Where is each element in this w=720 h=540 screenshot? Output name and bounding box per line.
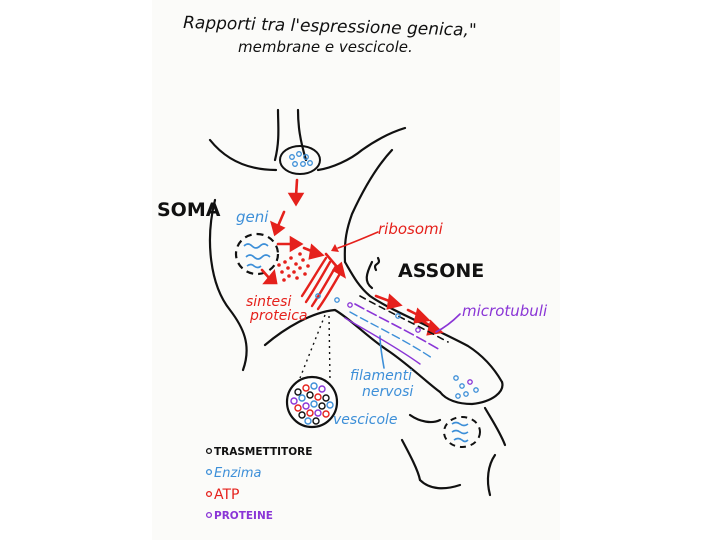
vesicle-zoom <box>285 314 339 429</box>
axon-microtubules <box>344 295 449 365</box>
label-sintesi-1: sintesi <box>246 294 291 310</box>
legend-label-trasmettitore: TRASMETTITORE <box>214 446 312 458</box>
label-vescicole: vescicole <box>333 412 398 428</box>
label-microtubuli: microtubuli <box>462 302 548 320</box>
bottom-synapse <box>443 416 481 448</box>
legend: TRASMETTITORE Enzima ATP PROTEINE <box>205 446 312 522</box>
legend-label-enzima: Enzima <box>214 466 262 481</box>
label-sintesi-2: proteica <box>249 308 307 324</box>
label-soma: SOMA <box>157 199 221 221</box>
label-filamenti-1: filamenti <box>350 368 412 384</box>
nucleus <box>234 232 280 276</box>
label-filamenti-2: nervosi <box>362 384 413 400</box>
label-geni: geni <box>236 208 269 226</box>
golgi-apparatus <box>300 256 344 311</box>
leader-lines <box>331 231 461 369</box>
label-assone: ASSONE <box>398 260 484 282</box>
paper-sheet <box>152 0 560 540</box>
legend-label-atp: ATP <box>214 487 239 503</box>
top-synapse <box>279 145 321 175</box>
synthesis-arrows <box>260 178 444 336</box>
ribosome-dots <box>277 252 310 282</box>
legend-label-proteine: PROTEINE <box>214 510 273 522</box>
legend-item-proteine: PROTEINE <box>205 510 273 522</box>
neuron-outline <box>208 108 507 497</box>
legend-item-trasmettitore: TRASMETTITORE <box>205 446 312 458</box>
legend-item-atp: ATP <box>205 487 239 503</box>
title-line-1: Rapporti tra l'espressione genica," <box>183 13 477 41</box>
label-ribosomi: ribosomi <box>378 220 444 238</box>
axon-vesicles <box>315 293 479 399</box>
legend-item-enzima: Enzima <box>205 466 262 481</box>
title-line-2: membrane e vescicole. <box>238 38 413 56</box>
